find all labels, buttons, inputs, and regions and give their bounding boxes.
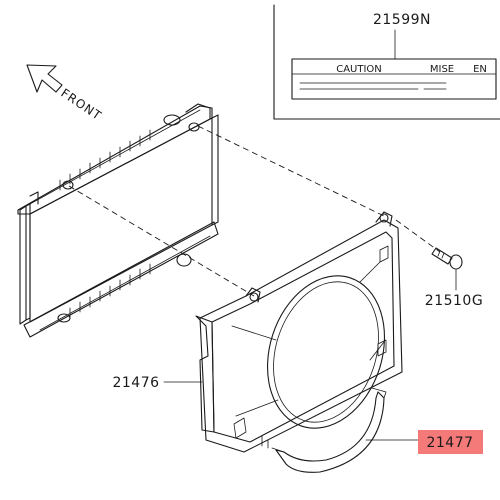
part-number-21477[interactable]: 21477	[426, 435, 473, 451]
caution-label-middle-text: MISE	[430, 64, 454, 75]
part-number-21476: 21476	[112, 375, 159, 391]
caution-label-inset	[273, 4, 500, 120]
part-number-21510G: 21510G	[425, 293, 483, 309]
alignment-lines	[68, 125, 441, 297]
caution-label-left-text: CAUTION	[336, 64, 382, 75]
part-number-21599N: 21599N	[373, 12, 431, 28]
lower-shroud	[271, 387, 387, 473]
front-direction-label: FRONT	[58, 86, 104, 123]
fan-shroud	[195, 211, 403, 453]
highlight-21477	[418, 430, 483, 454]
caution-label: CAUTION MISE EN	[291, 58, 497, 100]
caution-label-right-text: EN	[473, 64, 487, 75]
radiator	[17, 103, 219, 338]
front-arrow-icon	[26, 64, 63, 93]
bolt-21510G	[431, 247, 463, 270]
